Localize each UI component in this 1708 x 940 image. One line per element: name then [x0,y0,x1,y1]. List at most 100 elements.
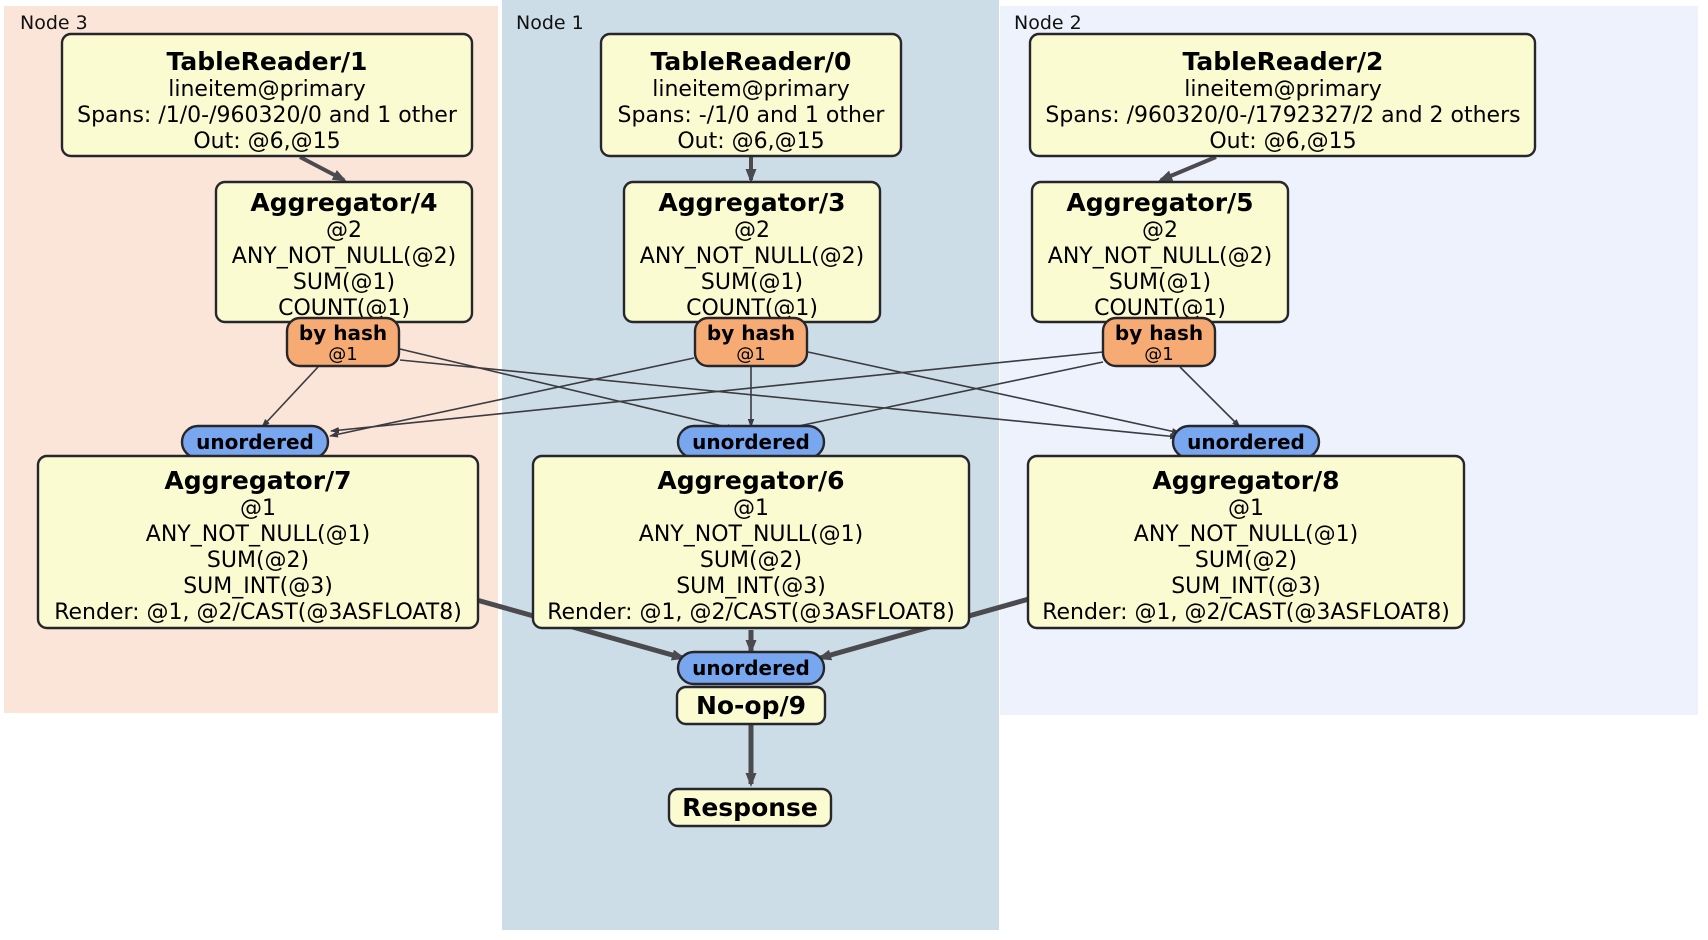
output-router-hash4[interactable]: by hash @1 [285,316,401,368]
output-router-hash5[interactable]: by hash @1 [1101,316,1217,368]
processor-line: Spans: /1/0-/960320/0 and 1 other [77,103,458,128]
processor-aggregator6[interactable]: Aggregator/6 @1 ANY_NOT_NULL(@1) SUM(@2)… [531,454,971,630]
processor-title: Aggregator/5 [1066,188,1253,217]
edge-hash4-unordered6 [399,348,736,431]
edge-hash3-unordered8 [807,351,1181,435]
unordered-label: unordered [692,656,810,680]
node-panel-label-node3: Node 3 [20,12,88,34]
unordered-label: unordered [196,430,314,454]
edge-hash5-unordered6 [769,361,1104,434]
processor-line: ANY_NOT_NULL(@2) [232,244,456,269]
unordered-pill[interactable] [676,650,826,686]
processor-line: lineitem@primary [1184,77,1382,102]
edges-hash-shuffle [261,348,1241,440]
processor-response[interactable]: Response [667,787,833,828]
processor-line: Out: @6,@15 [193,129,340,154]
processor-title: Aggregator/7 [164,466,351,495]
processor-title: Aggregator/3 [658,188,845,217]
by-hash-column: @1 [1144,344,1173,365]
processor-box[interactable] [667,787,833,828]
processor-line: lineitem@primary [168,77,366,102]
processor-render-line: Render: @1, @2/CAST(@3ASFLOAT8) [547,600,955,625]
edge-hash4-unordered8 [399,359,1179,440]
output-router-hash3[interactable]: by hash @1 [693,316,809,368]
processor-title: TableReader/1 [167,47,368,76]
processor-box[interactable] [1028,32,1537,158]
processor-box[interactable] [36,454,480,630]
edge-tr2-agg5 [1158,155,1217,182]
by-hash-label: by hash [707,321,795,345]
processor-title: Aggregator/4 [250,188,437,217]
processor-line: ANY_NOT_NULL(@2) [1048,244,1272,269]
processor-line: @1 [1228,496,1264,521]
processor-tablereader2[interactable]: TableReader/2 lineitem@primary Spans: /9… [1028,32,1537,158]
processor-aggregator3[interactable]: Aggregator/3 @2 ANY_NOT_NULL(@2) SUM(@1)… [622,180,882,324]
processor-render-line: Render: @1, @2/CAST(@3ASFLOAT8) [1042,600,1450,625]
by-hash-label: by hash [299,321,387,345]
processor-line: SUM(@1) [293,270,395,295]
processor-line: SUM(@1) [701,270,803,295]
edges-reader-to-aggregator [299,155,1217,183]
processor-line: @2 [1142,218,1178,243]
processor-box[interactable] [60,32,474,158]
processor-line: ANY_NOT_NULL(@2) [640,244,864,269]
processor-line: @2 [734,218,770,243]
processor-box[interactable] [1026,454,1466,630]
processor-title: No-op/9 [696,691,806,720]
processor-box[interactable] [599,32,903,158]
processor-title: Aggregator/6 [657,466,844,495]
edge-hash5-unordered8 [1179,366,1241,428]
processor-aggregator8[interactable]: Aggregator/8 @1 ANY_NOT_NULL(@1) SUM(@2)… [1026,454,1466,630]
processor-line: @2 [326,218,362,243]
processor-title: Response [682,793,818,822]
processor-line: Spans: -/1/0 and 1 other [618,103,886,128]
processor-line: @1 [240,496,276,521]
processor-line: SUM_INT(@3) [183,574,333,599]
processor-line: SUM_INT(@3) [676,574,826,599]
processor-aggregator4[interactable]: Aggregator/4 @2 ANY_NOT_NULL(@2) SUM(@1)… [214,180,474,324]
input-sync-unordered8[interactable]: unordered [1171,424,1321,460]
unordered-label: unordered [692,430,810,454]
by-hash-column: @1 [328,344,357,365]
edge-hash4-unordered7 [261,366,319,428]
processor-line: ANY_NOT_NULL(@1) [639,522,863,547]
by-hash-pill[interactable] [1101,316,1217,368]
processor-tablereader0[interactable]: TableReader/0 lineitem@primary Spans: -/… [599,32,903,158]
edge-hash3-unordered7 [329,357,695,438]
processor-line: Out: @6,@15 [1209,129,1356,154]
processor-line: SUM(@2) [700,548,802,573]
processor-box[interactable] [675,685,827,726]
processor-title: TableReader/0 [651,47,852,76]
unordered-label: unordered [1187,430,1305,454]
by-hash-pill[interactable] [693,316,809,368]
processor-box[interactable] [531,454,971,630]
processor-line: lineitem@primary [652,77,850,102]
node-panel-label-node1: Node 1 [516,12,584,34]
processor-line: ANY_NOT_NULL(@1) [146,522,370,547]
processor-line: Spans: /960320/0-/1792327/2 and 2 others [1045,103,1520,128]
processor-aggregator5[interactable]: Aggregator/5 @2 ANY_NOT_NULL(@2) SUM(@1)… [1030,180,1290,324]
by-hash-label: by hash [1115,321,1203,345]
processor-line: SUM(@2) [207,548,309,573]
by-hash-column: @1 [736,344,765,365]
by-hash-pill[interactable] [285,316,401,368]
processor-aggregator7[interactable]: Aggregator/7 @1 ANY_NOT_NULL(@1) SUM(@2)… [36,454,480,630]
processor-title: Aggregator/8 [1152,466,1339,495]
processor-title: TableReader/2 [1183,47,1384,76]
processor-line: SUM_INT(@3) [1171,574,1321,599]
processor-line: Out: @6,@15 [677,129,824,154]
processor-line: SUM(@1) [1109,270,1211,295]
input-sync-unordered6[interactable]: unordered [676,424,826,460]
processor-line: SUM(@2) [1195,548,1297,573]
input-sync-unordered9[interactable]: unordered [676,650,826,686]
processor-line: ANY_NOT_NULL(@1) [1134,522,1358,547]
edge-tr1-agg4 [299,155,347,182]
processor-tablereader1[interactable]: TableReader/1 lineitem@primary Spans: /1… [60,32,474,158]
processor-noop9[interactable]: No-op/9 [675,685,827,726]
input-sync-unordered7[interactable]: unordered [180,424,330,460]
node-panel-label-node2: Node 2 [1014,12,1082,34]
processor-line: @1 [733,496,769,521]
processor-render-line: Render: @1, @2/CAST(@3ASFLOAT8) [54,600,462,625]
